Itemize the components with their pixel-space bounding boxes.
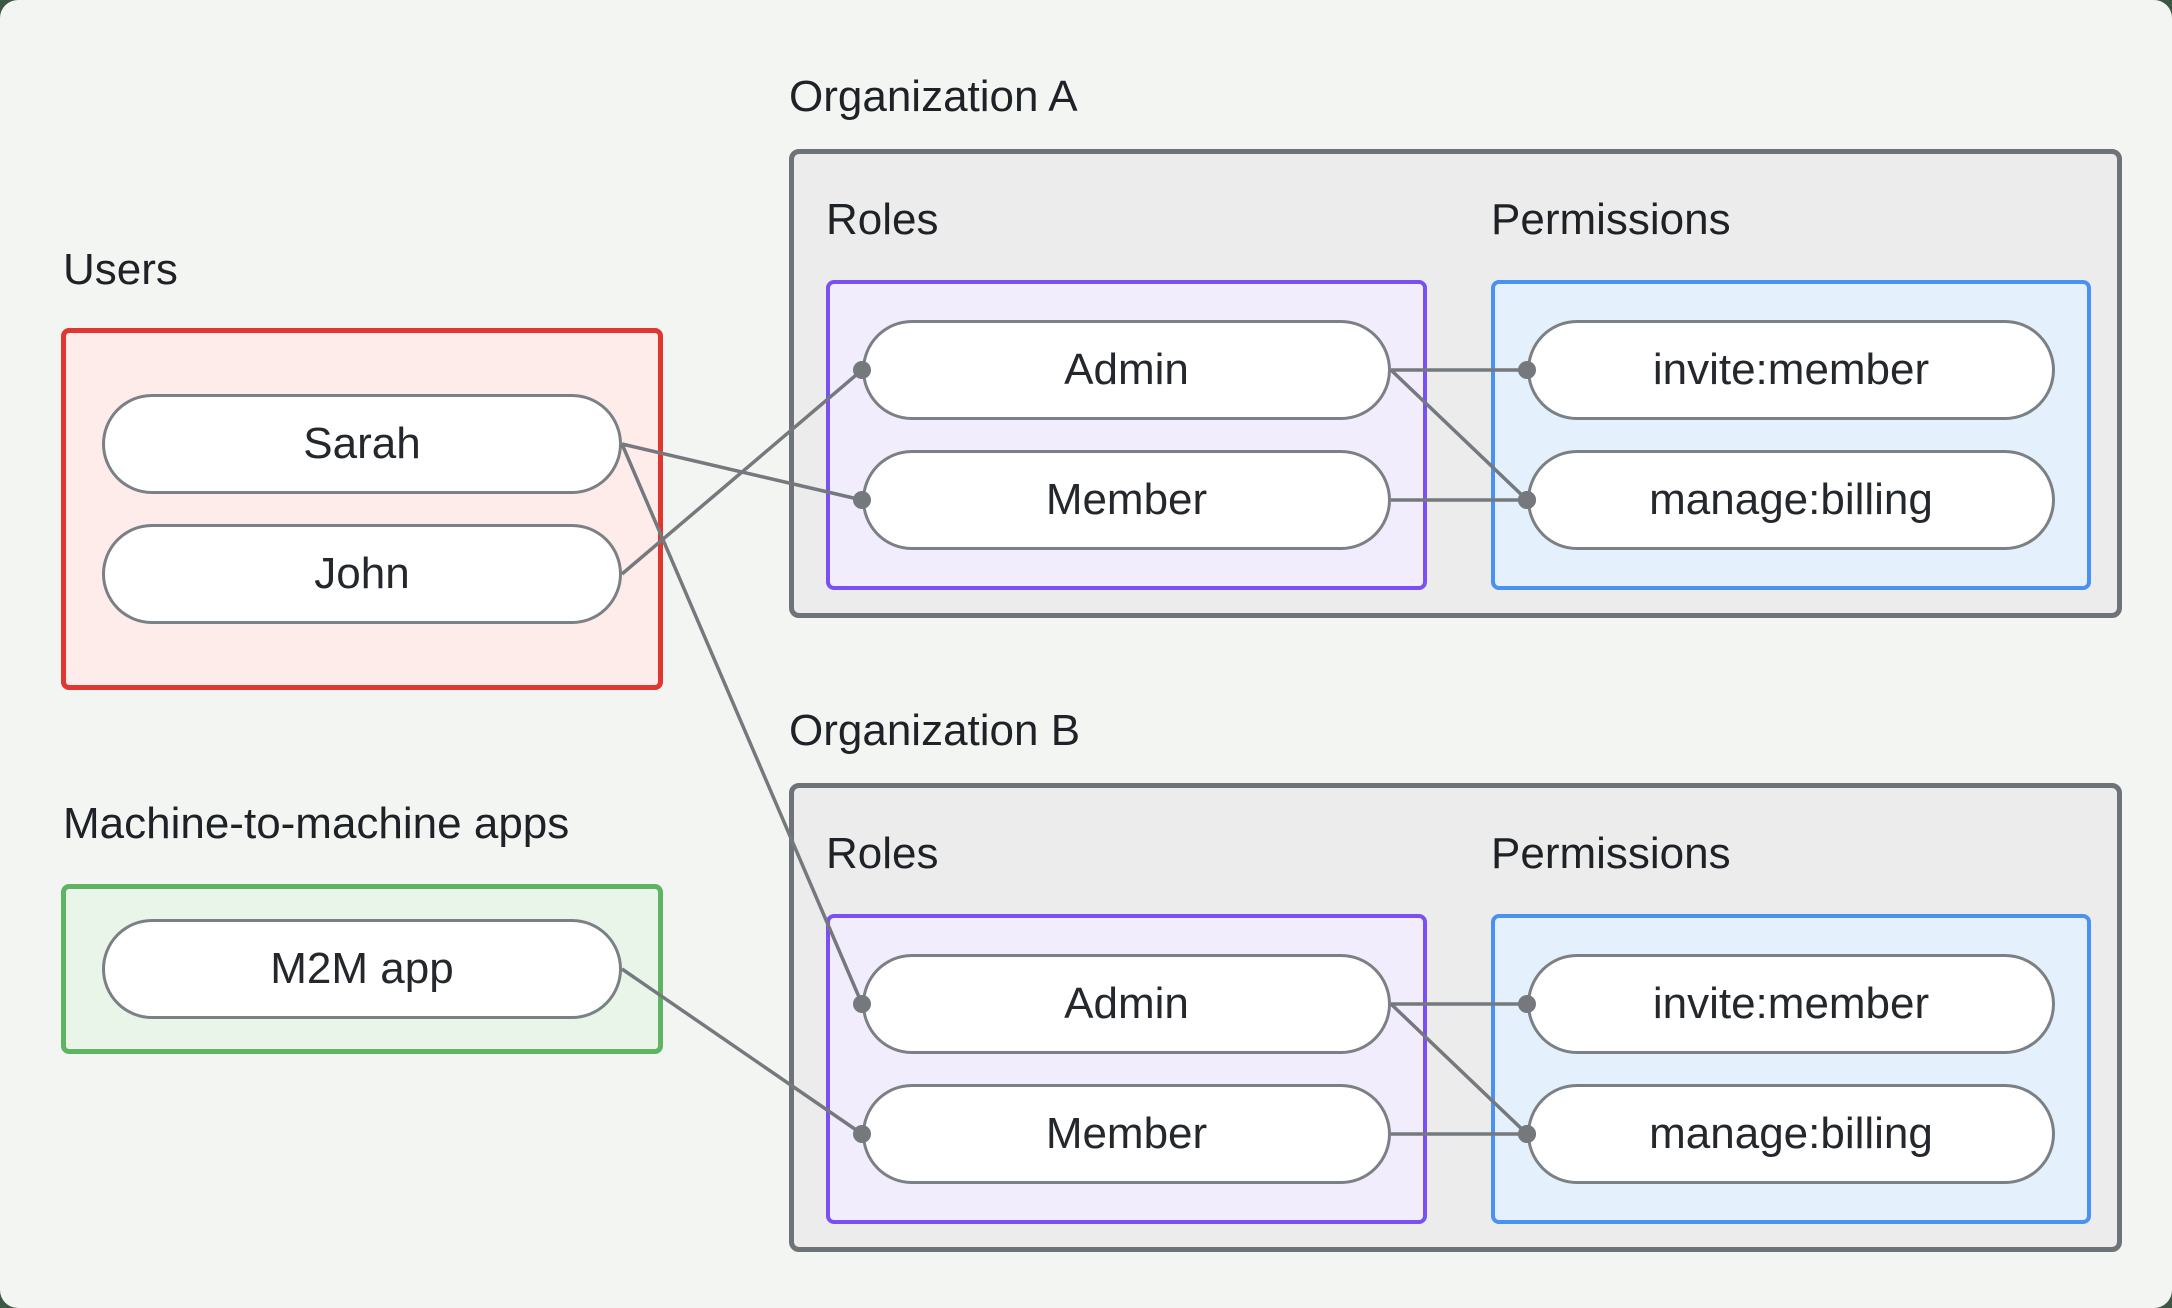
org-b-permissions-label: Permissions	[1491, 829, 1731, 878]
m2m-apps-box: M2M app	[61, 884, 663, 1054]
pill-orgA-member: Member	[862, 450, 1391, 550]
org-a-title: Organization A	[789, 72, 1078, 121]
pill-orgB-admin: Admin	[862, 954, 1391, 1054]
pill-orgB-invite: invite:member	[1527, 954, 2055, 1054]
org-a-permissions-label: Permissions	[1491, 195, 1731, 244]
pill-orgA-manage: manage:billing	[1527, 450, 2055, 550]
m2m-apps-label: Machine-to-machine apps	[63, 799, 570, 848]
pill-m2m: M2M app	[102, 919, 622, 1019]
org-b-title: Organization B	[789, 706, 1081, 755]
org-b-permissions-box: invite:member manage:billing	[1491, 914, 2091, 1224]
pill-john: John	[102, 524, 622, 624]
org-a-roles-label: Roles	[826, 195, 939, 244]
pill-orgB-member: Member	[862, 1084, 1391, 1184]
org-b-roles-label: Roles	[826, 829, 939, 878]
pill-orgA-invite: invite:member	[1527, 320, 2055, 420]
pill-sarah: Sarah	[102, 394, 622, 494]
org-a-permissions-box: invite:member manage:billing	[1491, 280, 2091, 590]
pill-orgB-manage: manage:billing	[1527, 1084, 2055, 1184]
pill-orgA-admin: Admin	[862, 320, 1391, 420]
users-label: Users	[63, 245, 178, 294]
